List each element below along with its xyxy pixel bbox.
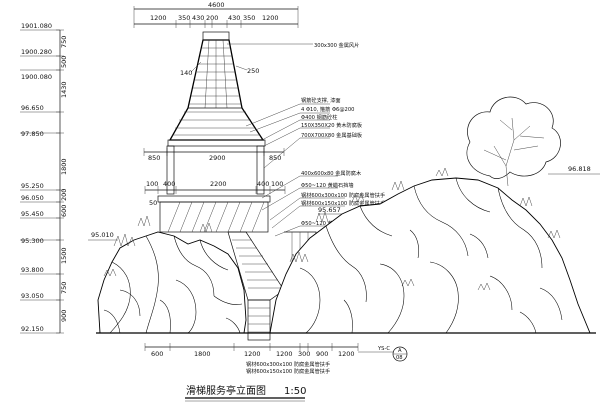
roof-callouts: 300x300 金属风片 140 250 <box>180 41 359 77</box>
section-marker-top: A <box>398 348 402 354</box>
vertical-dimension-8: 750 <box>60 282 68 294</box>
deck-small-dimension: 50 <box>149 199 157 207</box>
bottom-dimension-2: 1800 <box>194 350 211 358</box>
structure-note: 150X350X20 黄木防腐板 <box>301 121 363 129</box>
pavilion-platform <box>157 195 271 233</box>
bottom-dimension-3: 1200 <box>244 350 261 358</box>
structure-note: Φ400 钢筋砼柱 <box>301 113 337 121</box>
left-elevation-markers: 1901.080 1900.280 1900.080 96.650 97.850… <box>20 22 60 334</box>
roof-dimension-1: 850 <box>148 154 160 162</box>
deck-dimension-5: 100 <box>271 180 283 188</box>
elevation-label: 1901.080 <box>21 22 52 30</box>
bottom-notes: 钢材600x300x100 防腐金属管扶手 钢材600x150x100 防腐金属… <box>246 360 330 375</box>
bottom-note: 钢材600x150x100 防腐金属管扶手 <box>246 367 330 375</box>
left-vertical-dimensions: 750 500 1430 1800 200 600 1500 750 900 <box>56 29 68 334</box>
vertical-dimension-1: 750 <box>60 36 68 48</box>
drawing-title: 滑梯服务亭立面图 <box>186 384 266 397</box>
structure-note: 400x600x80 金属防腐木 <box>301 169 362 177</box>
elevation-label: 92.150 <box>21 325 44 333</box>
deck-dimension-1: 100 <box>146 180 158 188</box>
structure-note: 钢材600x300x100 防腐金属管扶手 <box>301 191 385 199</box>
deck-dimension-row: 100 400 2200 400 100 50 <box>144 180 286 207</box>
drawing-title-block: 滑梯服务亭立面图 1:50 <box>185 384 306 402</box>
bottom-dimension-6: 900 <box>316 350 328 358</box>
structure-note: 4 Φ10, 箍筋 Φ6@200 <box>301 105 354 113</box>
vertical-dimension-6: 600 <box>60 205 68 217</box>
vertical-dimension-2: 500 <box>60 56 68 68</box>
top-dimension-group: 4600 1200 350 430 200 430 350 1200 <box>133 1 299 28</box>
deck-dimension-2: 400 <box>163 180 175 188</box>
section-marker-bottom: 08 <box>396 355 403 361</box>
section-marker: YS-C A 08 <box>358 346 408 362</box>
top-dimension-6: 350 <box>243 14 255 22</box>
bottom-dimension-5: 300 <box>298 350 310 358</box>
left-rock-mass <box>97 215 247 334</box>
elevation-label: 93.050 <box>21 292 44 300</box>
stair-elevation: 95.657 <box>318 206 345 215</box>
bottom-dimension-1: 600 <box>151 350 163 358</box>
elevation-label: 93.800 <box>21 266 44 274</box>
roof-note-cap: 300x300 金属风片 <box>314 41 359 49</box>
elevation-label: 97.850 <box>21 130 44 138</box>
elevation-label: 95.450 <box>21 210 44 218</box>
deck-dimension-4: 400 <box>257 180 269 188</box>
vertical-dimension-5: 200 <box>60 189 68 201</box>
right-vegetation <box>289 167 561 291</box>
structure-note: 钢筋砼支撑, 漆面 <box>301 96 341 104</box>
vertical-dimension-3: 1430 <box>60 81 68 98</box>
stair-elevation-label: 95.657 <box>318 206 341 214</box>
drawing-scale: 1:50 <box>284 386 306 397</box>
bottom-dimension-4: 1200 <box>276 350 293 358</box>
pavilion-roof <box>167 31 266 147</box>
structure-note: 钢材600x150x100 防腐金属管扶手 <box>301 199 385 207</box>
top-dimension-4: 200 <box>206 14 218 22</box>
elevation-label: 1900.080 <box>21 73 52 81</box>
vertical-dimension-9: 900 <box>60 310 68 322</box>
left-rock-elevation-label: 95.010 <box>91 231 114 239</box>
vertical-dimension-7: 1500 <box>60 247 68 264</box>
top-dimension-5: 430 <box>228 14 240 22</box>
structure-note: Φ50~120 黄蜡石挡墙 <box>301 181 354 189</box>
top-dimension-1: 1200 <box>150 14 167 22</box>
pavilion-columns <box>166 145 265 195</box>
bottom-note: 钢材600x300x100 防腐金属管扶手 <box>246 360 330 368</box>
elevation-label: 96.650 <box>21 104 44 112</box>
left-vegetation <box>103 215 213 277</box>
top-dimension-3: 430 <box>192 14 204 22</box>
structure-callouts: 钢筋砼支撑, 漆面 4 Φ10, 箍筋 Φ6@200 Φ400 钢筋砼柱 150… <box>245 96 385 237</box>
section-marker-label: YS-C <box>377 346 390 352</box>
tree-illustration <box>466 96 561 187</box>
deck-dimension-3: 2200 <box>210 180 227 188</box>
elevation-label: 95.300 <box>21 237 44 245</box>
right-elevation-marker: 96.818 <box>548 165 600 175</box>
right-rock-mass <box>269 167 591 334</box>
top-dimension-2: 350 <box>178 14 190 22</box>
structure-note: Φ50~120 黄蜡石台阶 <box>301 219 354 227</box>
roof-dimension-row: 850 2900 850 <box>143 148 285 162</box>
left-rock-elevation: 95.010 <box>88 231 118 241</box>
right-elevation-label: 96.818 <box>568 165 591 173</box>
roof-dimension-2: 2900 <box>209 154 226 162</box>
bottom-dimension-7: 1200 <box>338 350 355 358</box>
top-dimension-7: 1200 <box>262 14 279 22</box>
elevation-label: 1900.280 <box>21 48 52 56</box>
roof-note-250: 250 <box>247 67 259 75</box>
elevation-label: 95.250 <box>21 182 44 190</box>
roof-note-140: 140 <box>180 69 192 77</box>
bottom-dimension-row: 600 1800 1200 1200 300 900 1200 <box>144 343 359 358</box>
elevation-label: 96.050 <box>21 194 44 202</box>
roof-dimension-3: 850 <box>269 154 281 162</box>
overall-width-dimension: 4600 <box>208 1 225 9</box>
structure-note: 700X700X80 金属基础板 <box>301 131 363 139</box>
vertical-dimension-4: 1800 <box>60 158 68 175</box>
